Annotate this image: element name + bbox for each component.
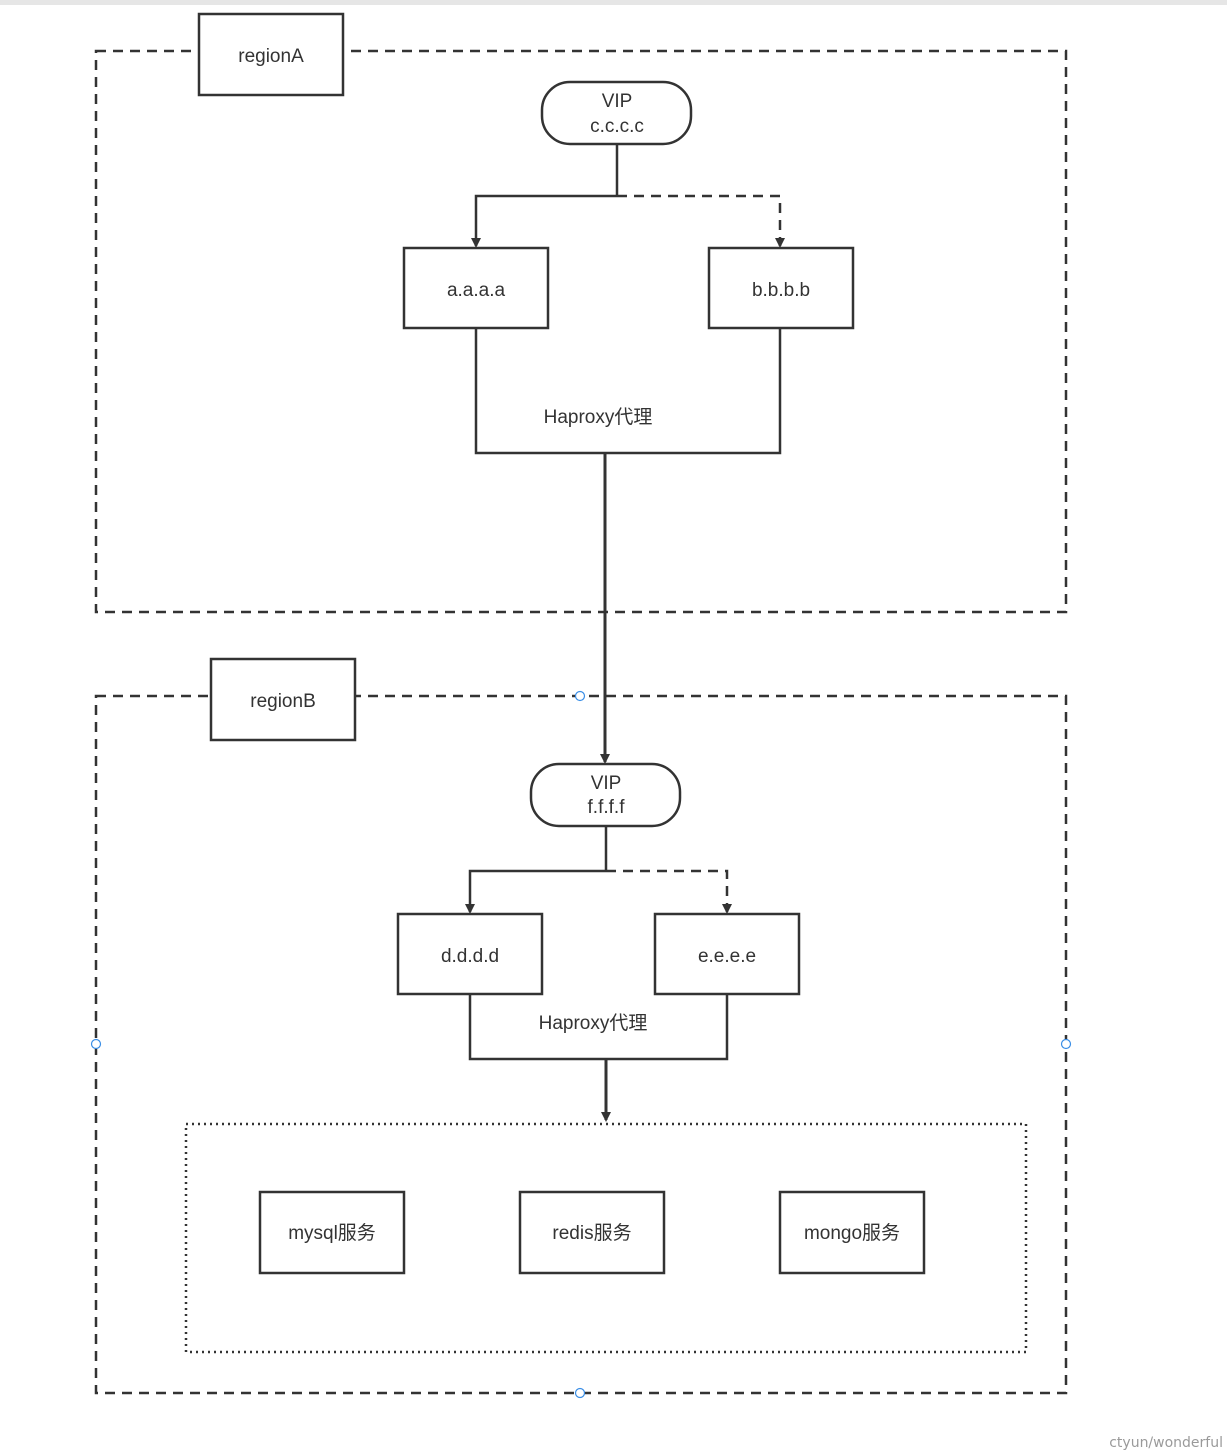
vip-b-to-node-d-arrow <box>465 869 606 914</box>
node-b[interactable]: b.b.b.b <box>707 246 855 330</box>
node-d-label: d.d.d.d <box>441 946 499 967</box>
region-a-boundary <box>94 49 1068 614</box>
haproxy-b-bracket <box>468 994 729 1061</box>
vip-b-to-node-e-arrow <box>606 869 732 914</box>
vip-b-title: VIP <box>591 773 622 794</box>
top-border <box>0 0 1227 5</box>
node-a[interactable]: a.a.a.a <box>402 246 550 330</box>
vip-a-to-node-a-arrow <box>471 194 617 248</box>
service-redis[interactable]: redis服务 <box>518 1190 666 1275</box>
service-redis-label: redis服务 <box>552 1222 631 1244</box>
service-mongo-label: mongo服务 <box>804 1222 900 1244</box>
node-d[interactable]: d.d.d.d <box>396 912 544 996</box>
vip-b-address: f.f.f.f <box>588 797 626 818</box>
service-mongo[interactable]: mongo服务 <box>778 1190 926 1275</box>
service-mysql[interactable]: mysql服务 <box>258 1190 406 1275</box>
service-mysql-label: mysql服务 <box>288 1222 376 1244</box>
vip-a-to-node-b-arrow <box>617 194 785 248</box>
services-container <box>184 1122 1028 1354</box>
node-b-label: b.b.b.b <box>752 280 810 301</box>
haproxy-a-label: Haproxy代理 <box>544 406 653 428</box>
haproxy-a-bracket <box>474 328 782 455</box>
resize-handle-bottom[interactable] <box>574 1387 586 1399</box>
vip-a-title: VIP <box>602 91 633 112</box>
vip-a[interactable]: VIP c.c.c.c <box>540 80 693 146</box>
region-b-label: regionB <box>250 691 316 712</box>
resize-handle-left[interactable] <box>90 1038 102 1050</box>
resize-handle-top[interactable] <box>574 690 586 702</box>
vip-a-address: c.c.c.c <box>590 116 644 137</box>
vip-b[interactable]: VIP f.f.f.f <box>529 762 682 828</box>
node-e-label: e.e.e.e <box>698 946 756 967</box>
region-a-label-box[interactable]: regionA <box>197 12 345 97</box>
resize-handle-right[interactable] <box>1060 1038 1072 1050</box>
node-a-label: a.a.a.a <box>447 280 506 301</box>
haproxy-b-label: Haproxy代理 <box>539 1012 648 1034</box>
region-b-label-box[interactable]: regionB <box>209 657 357 742</box>
node-e[interactable]: e.e.e.e <box>653 912 801 996</box>
watermark: ctyun/wonderful <box>1109 1435 1223 1451</box>
region-a-label: regionA <box>238 46 304 67</box>
